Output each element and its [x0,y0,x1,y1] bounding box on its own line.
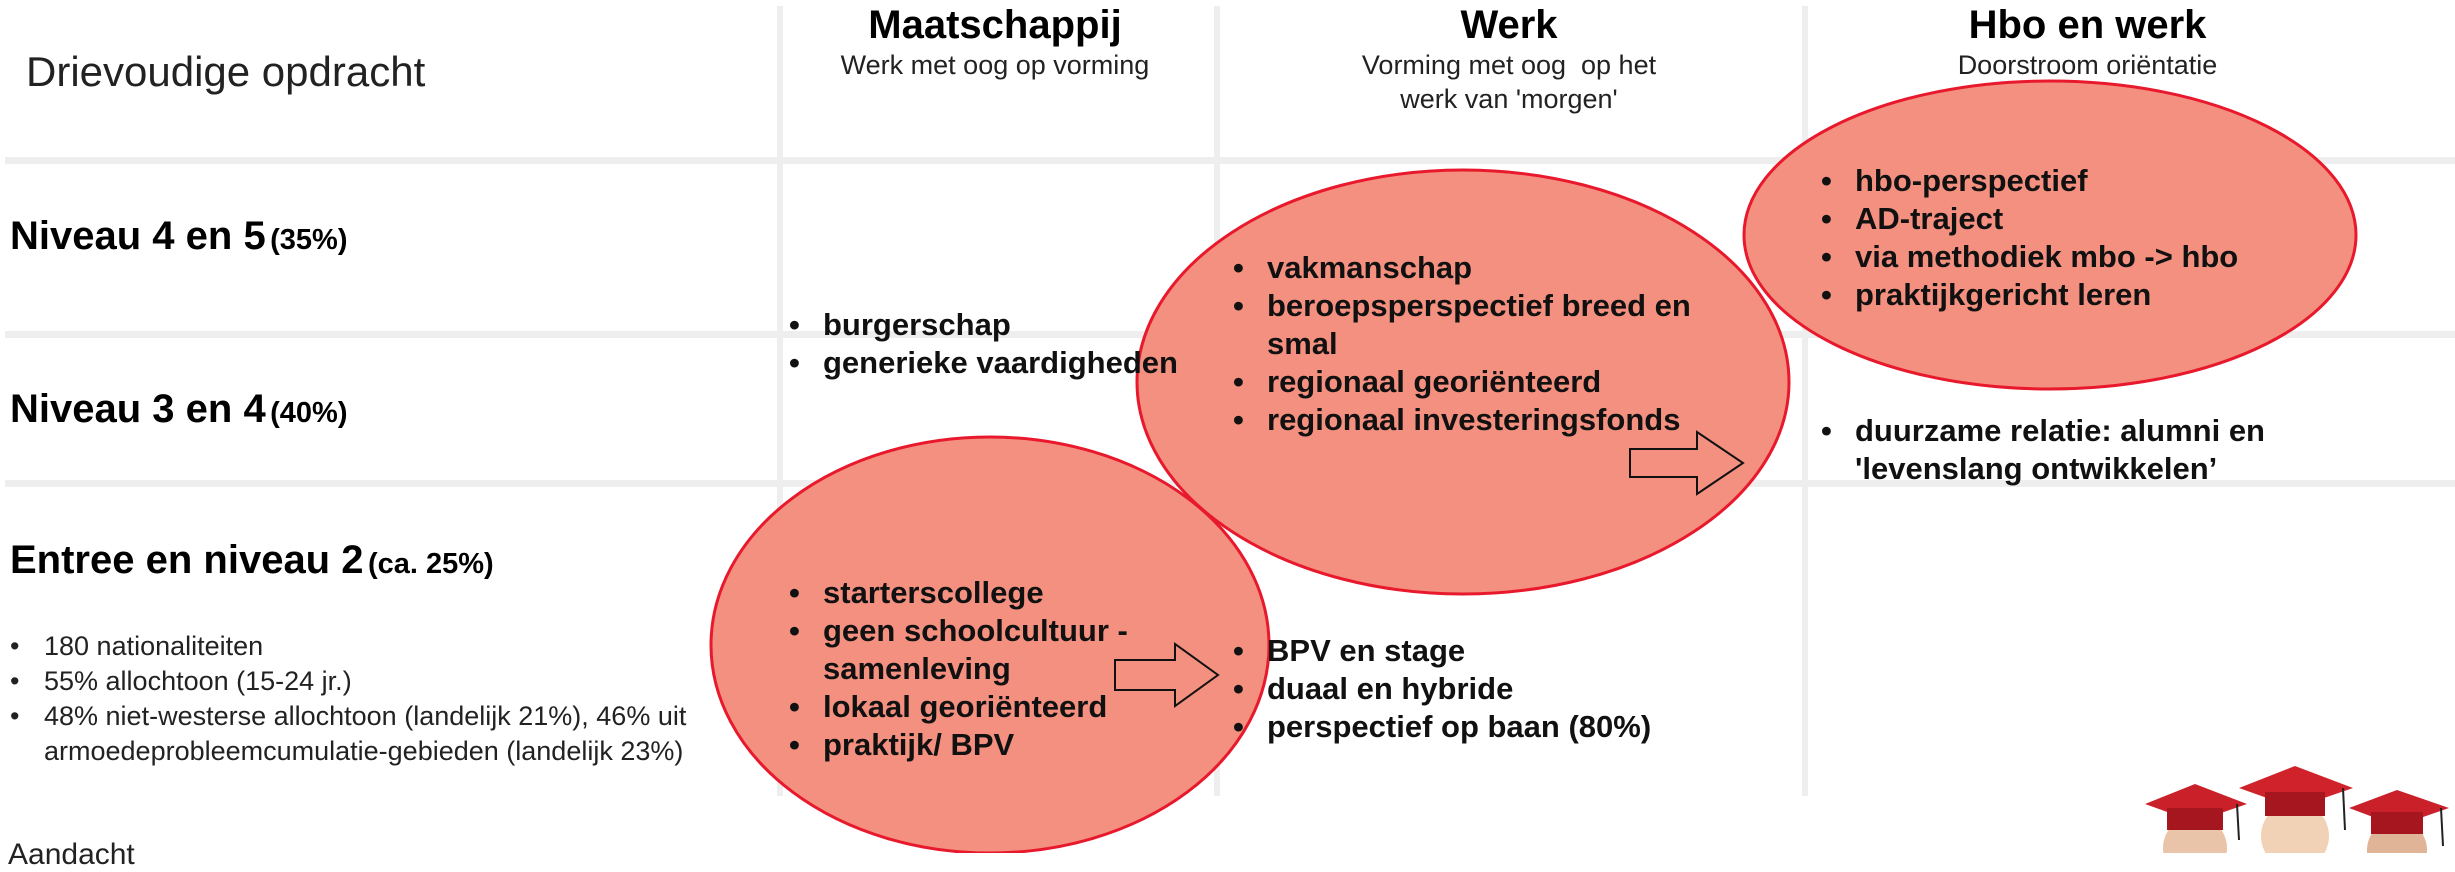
list-item: geen schoolcultuur - [785,612,1128,650]
list-item-continuation: 'levenslang ontwikkelen’ [1855,451,2218,486]
list-item: starterscollege [785,574,1128,612]
stats-item: 48% niet-westerse allochtoon (landelijk … [8,699,686,734]
column-subtitle: Werk met oog op vorming [840,50,1150,80]
hbo-list: hbo-perspectief AD-traject via methodiek… [1817,162,2238,314]
page-title: Drievoudige opdracht [26,48,426,95]
row-label-pct: (ca. 25%) [367,548,494,580]
werk-list: vakmanschap beroepsperspectief breed en … [1229,249,1691,439]
column-subtitle-line1: Vorming met oog op het [1361,50,1657,80]
row-label-text: Niveau 3 en 4 [10,387,266,431]
row-label-entree: Entree en niveau 2 (ca. 25%) [10,538,494,583]
list-item: praktijkgericht leren [1817,276,2238,314]
grid-line-h1 [5,157,2455,164]
row-label-text: Niveau 4 en 5 [10,214,266,258]
column-header-werk: Werk Vorming met oog op het werk van 'mo… [1222,2,1796,116]
list-item: regionaal georiënteerd [1229,363,1691,401]
list-item: duurzame relatie: alumni en [1817,412,2265,450]
list-item-continuation: smal [1267,326,1338,361]
column-subtitle: Doorstroom oriëntatie [1957,50,2218,80]
werk-lower-list: BPV en stage duaal en hybride perspectie… [1229,632,1651,746]
alumni-list: duurzame relatie: alumni en 'levenslang … [1817,412,2265,488]
column-subtitle-line2: werk van 'morgen' [1400,84,1618,114]
graduation-figures-icon [2145,766,2449,853]
list-item: perspectief op baan (80%) [1229,708,1651,746]
list-item: hbo-perspectief [1817,162,2238,200]
row-label-pct: (40%) [270,397,348,429]
list-item-continuation: samenleving [823,651,1011,686]
row-label-niveau-3-4: Niveau 3 en 4 (40%) [10,387,348,432]
row-label-pct: (35%) [270,224,348,256]
column-title: Hbo en werk [1968,3,2207,47]
list-item: praktijk/ BPV [785,726,1128,764]
column-header-maatschappij: Maatschappij Werk met oog op vorming [785,2,1205,82]
arrow-right-icon [1629,430,1745,496]
list-item: vakmanschap [1229,249,1691,287]
arrow-layer [1114,430,1745,708]
column-title: Maatschappij [868,3,1122,47]
stats-item-continuation: armoedeprobleemcumulatie-gebieden (lande… [44,736,684,766]
list-item: duaal en hybride [1229,670,1651,708]
list-item: generieke vaardigheden [785,344,1178,382]
grid-line-v3 [1802,6,1808,796]
column-header-hbo: Hbo en werk Doorstroom oriëntatie [1810,2,2365,82]
list-item: beroepsperspectief breed en [1229,287,1691,325]
row-label-niveau-4-5: Niveau 4 en 5 (35%) [10,214,348,259]
footer-text: Aandacht [8,838,135,871]
list-item: burgerschap [785,306,1178,344]
list-item: AD-traject [1817,200,2238,238]
grid-line-v1 [777,6,783,796]
list-item: via methodiek mbo -> hbo [1817,238,2238,276]
stats-item: 180 nationaliteiten [8,629,686,664]
stats-list: 180 nationaliteiten 55% allochtoon (15-2… [8,629,686,769]
row-label-text: Entree en niveau 2 [10,538,364,582]
stats-item: 55% allochtoon (15-24 jr.) [8,664,686,699]
maatschappij-list: burgerschap generieke vaardigheden [785,306,1178,382]
list-item: BPV en stage [1229,632,1651,670]
entree-list: starterscollege geen schoolcultuur - sam… [785,574,1128,764]
list-item: lokaal georiënteerd [785,688,1128,726]
list-item: regionaal investeringsfonds [1229,401,1691,439]
column-title: Werk [1460,3,1558,47]
arrow-right-icon [1114,642,1220,708]
